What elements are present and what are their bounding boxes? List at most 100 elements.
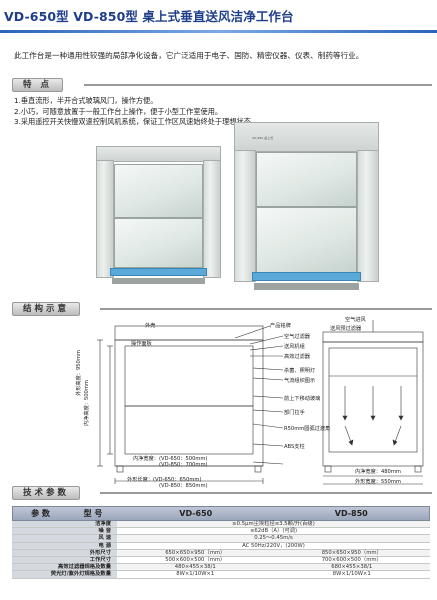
label-inner-height: 内净高度：500mm bbox=[84, 380, 90, 426]
spec-table-header: 参 数 型 号 VD-650 VD-850 bbox=[12, 506, 430, 521]
feature-item: 1.垂直流形，半开合式玻璃风门，操作方便。 bbox=[14, 96, 158, 105]
structure-heading: 结构示意 bbox=[12, 302, 81, 316]
specs-rule bbox=[100, 492, 432, 494]
spec-value-vd850: 8W×1/10W×1 bbox=[332, 571, 371, 578]
diagram-drawing bbox=[97, 320, 424, 485]
spec-value-shared: 0.25～0.45m/s bbox=[254, 535, 293, 542]
label-pre-filter: 送风预过滤器 bbox=[330, 326, 362, 332]
label-shell: 外壳 bbox=[145, 323, 156, 329]
label-door-handle: 部门拉手 bbox=[284, 410, 305, 416]
spec-row-label: 噪 音 bbox=[12, 528, 117, 535]
label-left-front: 操作面板 bbox=[131, 341, 152, 347]
front-body bbox=[114, 339, 264, 467]
spec-value-vd850: 850×650×950（mm） bbox=[321, 549, 382, 556]
spec-row: 洁净度≥0.5μm尘埃粒径≤3.5颗/升(百级) bbox=[12, 521, 430, 529]
spec-value-shared: AC 50Hz/220V，(200W) bbox=[242, 542, 305, 549]
cabinet-glass-lower bbox=[256, 207, 357, 273]
spec-row: 电 源 AC 50Hz/220V，(200W) bbox=[12, 542, 430, 550]
spec-row: 外形尺寸 650×650×950（mm） 850×650×950（mm） bbox=[12, 549, 430, 557]
label-name-plate: 产品铭牌 bbox=[270, 323, 291, 329]
side-inner bbox=[328, 347, 418, 453]
spec-row: 风 速 0.25～0.45m/s bbox=[12, 535, 430, 543]
spec-row: 工作尺寸 500×600×500（mm） 700×600×500（mm） bbox=[12, 556, 430, 565]
label-air-in: 空气进风 bbox=[345, 317, 366, 323]
header-vd650: VD-650 bbox=[179, 509, 213, 518]
label-outer-width: 外形长度：(VD-650：650mm) bbox=[127, 477, 202, 483]
label-light: 杀菌、照明灯 bbox=[284, 368, 316, 374]
spec-row-label: 高效过滤器规格及数量 bbox=[12, 564, 117, 571]
photo-vd650 bbox=[96, 146, 221, 288]
spec-row: 噪 音 ≤62dB（A）(可调) bbox=[12, 528, 430, 536]
cabinet-top bbox=[96, 146, 221, 162]
label-abs: ABS支柱 bbox=[284, 444, 305, 450]
spec-value-vd850: 680×455×38/1 bbox=[331, 564, 373, 571]
cabinet-top bbox=[234, 122, 379, 152]
spec-value-shared: ≤62dB（A）(可调) bbox=[249, 528, 298, 535]
structure-diagram: 外壳 产品铭牌 空气过滤器 送风机组 高效过滤器 杀菌、照明灯 气流组织图示 前… bbox=[55, 316, 435, 491]
spec-table: 参 数 型 号 VD-650 VD-850 洁净度≥0.5μm尘埃粒径≤3.5颗… bbox=[12, 506, 430, 579]
cabinet-feet bbox=[112, 278, 205, 284]
structure-banner: 结构示意 bbox=[12, 302, 432, 316]
specs-heading: 技术参数 bbox=[12, 486, 81, 500]
front-glass-upper bbox=[124, 345, 254, 407]
cabinet-right-panel bbox=[203, 160, 221, 278]
spec-value-vd850: 700×600×500（mm） bbox=[321, 556, 382, 563]
spec-row-label: 外形尺寸 bbox=[12, 549, 117, 556]
spec-value-vd650: 480×455×38/1 bbox=[174, 564, 216, 571]
cabinet-nameplate: VD-850 桌上式 bbox=[252, 136, 274, 140]
spec-row: 高效过滤器规格及数量 480×455×38/1 680×455×38/1 bbox=[12, 564, 430, 572]
features-rule bbox=[84, 84, 432, 86]
label-inner-width: 内净宽度：(VD-650：500mm) bbox=[133, 456, 208, 462]
label-air-filter: 空气过滤器 bbox=[284, 334, 310, 340]
spec-value-vd650: 500×600×500（mm） bbox=[165, 556, 226, 563]
structure-rule bbox=[100, 308, 432, 310]
cabinet-left-panel bbox=[96, 160, 114, 278]
features-banner: 特 点 bbox=[12, 78, 432, 92]
spec-row-label: 工作尺寸 bbox=[12, 556, 117, 564]
front-top-panel bbox=[114, 325, 264, 341]
front-foot-right bbox=[254, 465, 262, 473]
spec-row-label: 风 速 bbox=[12, 535, 117, 542]
side-body bbox=[322, 341, 424, 467]
label-outer-height: 外形高度：950mm bbox=[76, 350, 82, 396]
label-airflow: 气流组织图示 bbox=[284, 378, 316, 384]
cabinet-glass-lower bbox=[114, 218, 203, 268]
spec-value-vd650: 8W×1/10W×1 bbox=[176, 571, 215, 578]
label-outer-width-2: (VD-850：850mm) bbox=[159, 483, 208, 489]
specs-banner: 技术参数 bbox=[12, 486, 432, 500]
side-top bbox=[322, 331, 424, 343]
label-fan: 送风机组 bbox=[284, 344, 305, 350]
header-param: 参 数 bbox=[31, 509, 50, 518]
label-work-surface: R50mm圆弧过渡角 bbox=[284, 426, 331, 432]
spec-row-label: 荧光灯/紫外灯规格及数量 bbox=[12, 571, 117, 578]
features-heading: 特 点 bbox=[12, 78, 63, 92]
feature-item: 3.采用遥控开关快慢双速控制风机系统，保证工作区风速始终处于理想状态。 bbox=[14, 117, 259, 126]
photo-vd850: VD-850 桌上式 bbox=[234, 122, 379, 292]
label-inner-depth: 内净宽度：480mm bbox=[355, 469, 401, 475]
header-rule bbox=[0, 30, 437, 33]
spec-value-vd650: 650×650×950（mm） bbox=[165, 549, 226, 556]
label-glass-door: 前上下移动玻璃 bbox=[284, 396, 321, 402]
spec-table-body: 洁净度≥0.5μm尘埃粒径≤3.5颗/升(百级)噪 音≤62dB（A）(可调)风… bbox=[12, 521, 430, 579]
feature-list: 1.垂直流形，半开合式玻璃风门，操作方便。 2.小巧，可随意放置于一般工作台上操… bbox=[14, 96, 258, 128]
spec-value-shared: ≥0.5μm尘埃粒径≤3.5颗/升(百级) bbox=[232, 521, 315, 527]
cabinet-glass-upper bbox=[256, 152, 357, 207]
cabinet-glass-upper bbox=[114, 164, 203, 218]
header: VD-650型 VD-850型 桌上式垂直送风洁净工作台 bbox=[0, 0, 437, 30]
spec-row-label: 电 源 bbox=[12, 542, 117, 549]
header-model: 型 号 bbox=[83, 509, 103, 518]
cabinet-feet bbox=[254, 283, 359, 290]
label-hepa: 高效过滤器 bbox=[284, 354, 310, 360]
label-inner-width-2: (VD-850：700mm) bbox=[159, 462, 208, 468]
spec-row: 荧光灯/紫外灯规格及数量 8W×1/10W×1 8W×1/10W×1 bbox=[12, 571, 430, 579]
label-outer-depth: 外形宽度：550mm bbox=[355, 479, 401, 485]
front-foot-left bbox=[116, 465, 124, 473]
front-glass-lower bbox=[124, 405, 254, 455]
page-title: VD-650型 VD-850型 桌上式垂直送风洁净工作台 bbox=[4, 9, 294, 24]
intro-text: 此工作台是一种通用性较强的局部净化设备，它广泛适用于电子、国防、精密仪器、仪表、… bbox=[14, 51, 364, 60]
cabinet-base bbox=[110, 268, 207, 276]
cabinet-right-panel bbox=[357, 150, 379, 282]
cabinet-left-panel bbox=[234, 150, 256, 282]
cabinet-base bbox=[252, 272, 361, 281]
